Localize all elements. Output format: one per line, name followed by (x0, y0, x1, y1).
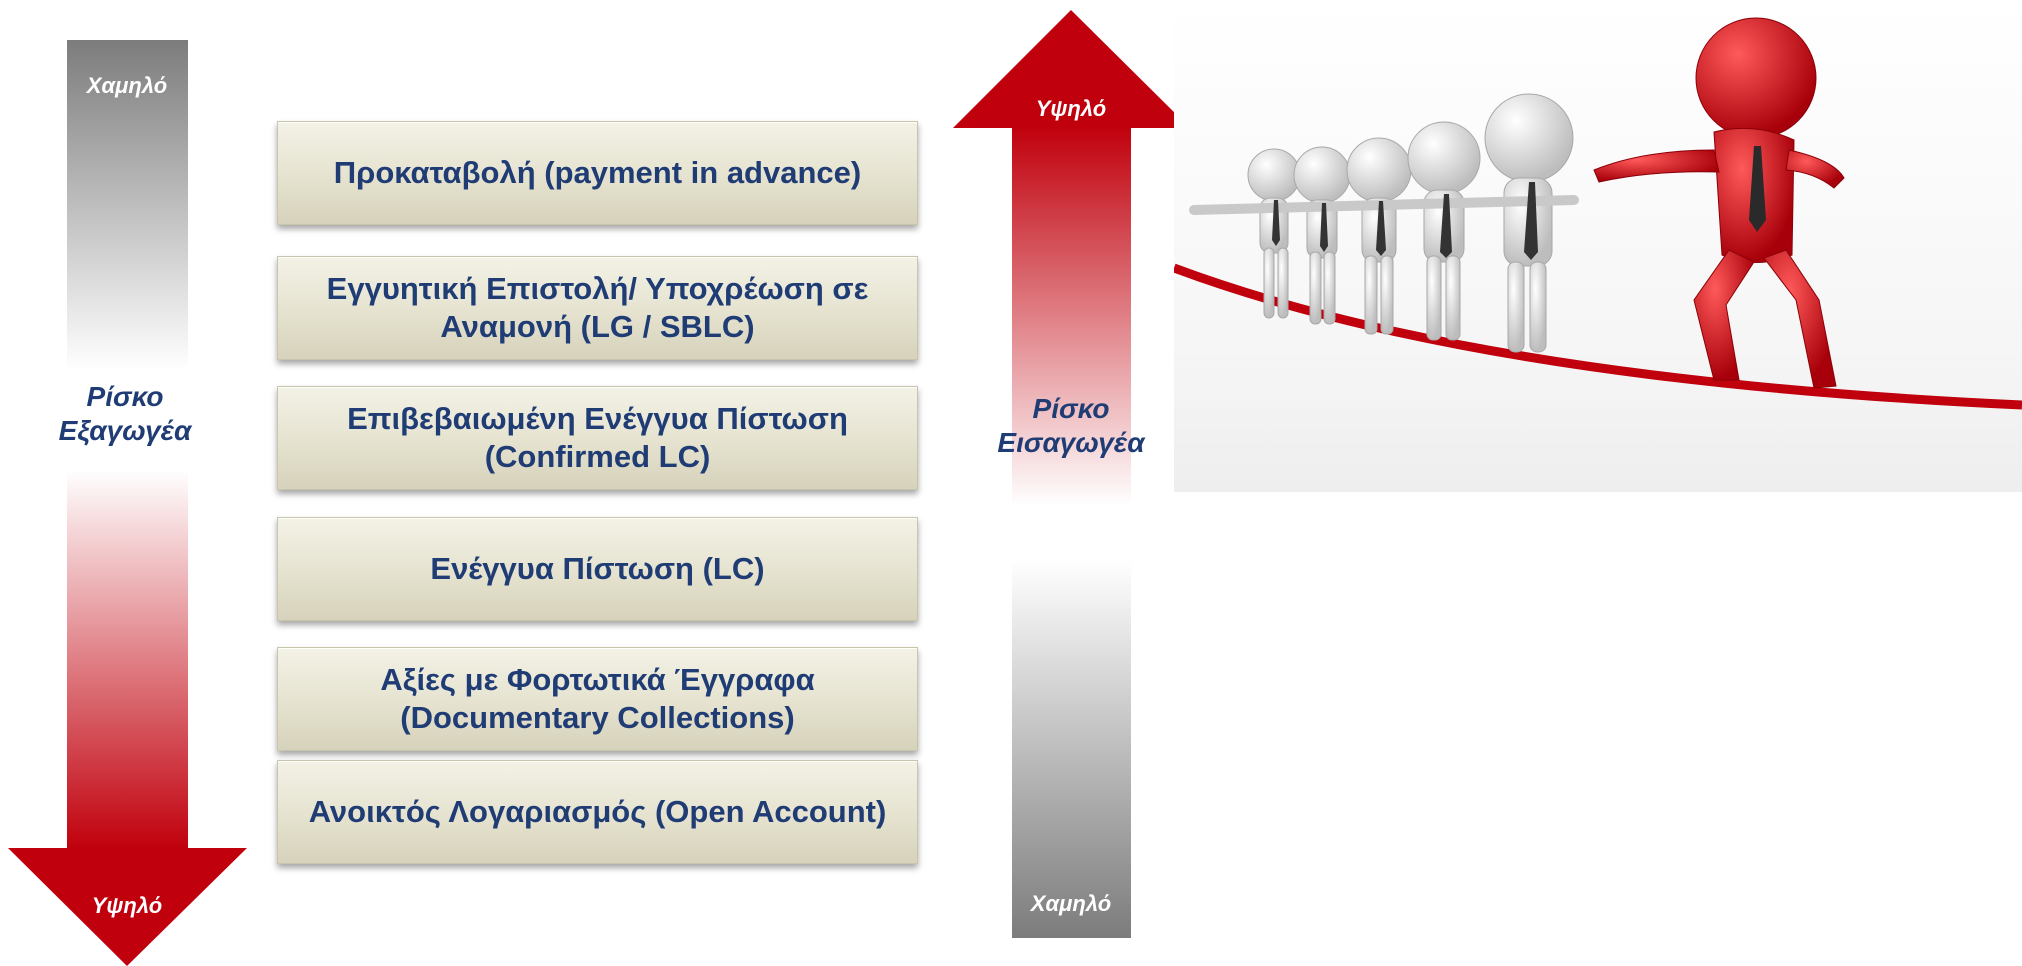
tightrope-walkers-image (1174, 0, 2022, 492)
exporter-high-label: Υψηλό (91, 893, 163, 918)
method-open-account: Ανοικτός Λογαριασμός (Open Account) (277, 760, 918, 864)
exporter-risk-title: Ρίσκο Εξαγωγέα (58, 381, 192, 446)
method-confirmed-lc: Επιβεβαιωμένη Ενέγγυα Πίστωση (Confirmed… (277, 386, 918, 490)
exporter-low-label: Χαμηλό (86, 73, 168, 98)
method-lg-sblc: Εγγυητική Επιστολή/ Υποχρέωση σε Αναμονή… (277, 256, 918, 360)
method-payment-in-advance: Προκαταβολή (payment in advance) (277, 121, 918, 225)
method-documentary-collections: Αξίες με Φορτωτικά Έγγραφα (Documentary … (277, 647, 918, 751)
importer-risk-title: Ρίσκο Εισαγωγέα (997, 393, 1145, 458)
importer-high-label: Υψηλό (1035, 96, 1107, 121)
method-lc: Ενέγγυα Πίστωση (LC) (277, 517, 918, 621)
importer-low-label: Χαμηλό (1030, 891, 1112, 916)
exporter-risk-arrow (8, 40, 247, 966)
